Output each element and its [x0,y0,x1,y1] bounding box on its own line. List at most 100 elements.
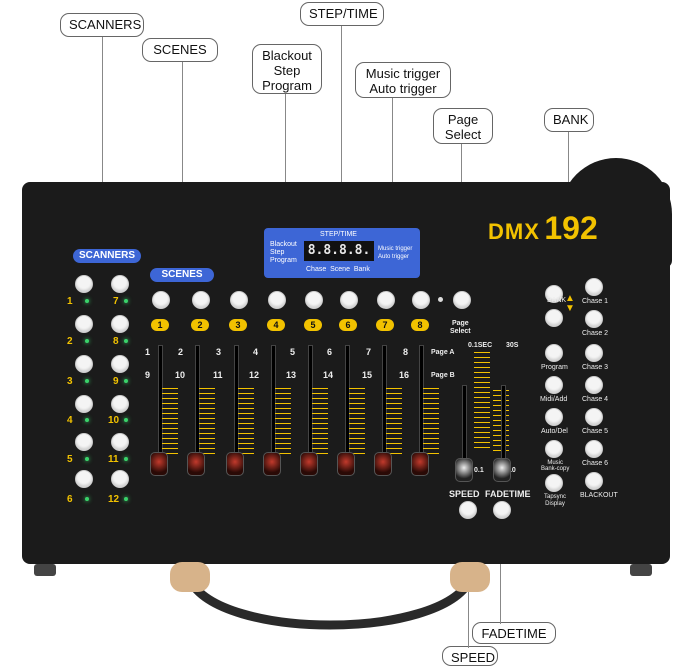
bank-label: BANK [547,297,567,304]
scanner-number-11: 11 [108,454,119,465]
fader-knob-4[interactable] [263,452,281,476]
scanner-led-4 [85,418,89,422]
fader-knob-5[interactable] [300,452,318,476]
scanner-button-6[interactable] [75,470,93,488]
fader-scale-8 [423,388,439,454]
foot-right [630,564,652,576]
chase-1-label: Chase 1 [582,298,609,305]
fader-knob-2[interactable] [187,452,205,476]
speed-bottom-right-label: 10 [508,467,516,474]
scene-button-2[interactable] [192,291,210,309]
bank-down-button[interactable] [545,309,563,327]
chase-2-label: Chase 2 [582,330,609,337]
chase-4-label: Chase 4 [582,396,609,403]
display-bottom-text: Chase Scene Bank [306,266,370,273]
fader-knob-6[interactable] [337,452,355,476]
page-select-led [438,297,443,302]
callout-speed: SPEED [442,646,498,666]
callout-scenes: SCENES [142,38,218,62]
channel-number-7: 7 [366,347,372,357]
chase-2-button[interactable] [585,310,603,328]
scanner-button-10[interactable] [111,395,129,413]
scanner-button-8[interactable] [111,315,129,333]
fader-knob-7[interactable] [374,452,392,476]
fader-knob-1[interactable] [150,452,168,476]
scene-button-8[interactable] [412,291,430,309]
channel-number-12: 12 [249,370,260,380]
chase-3-label: Chase 3 [582,364,609,371]
music-bank-copy-button[interactable] [545,440,563,458]
scene-button-1[interactable] [152,291,170,309]
scene-button-7[interactable] [377,291,395,309]
scanner-button-5[interactable] [75,433,93,451]
display-title: STEP/TIME [320,231,357,238]
channel-number-16: 16 [399,370,410,380]
scanner-number-3: 3 [67,376,73,387]
scanner-number-8: 8 [113,336,119,347]
channel-number-6: 6 [327,347,333,357]
scanner-led-12 [124,497,128,501]
scene-button-6[interactable] [340,291,358,309]
speed-fader-knob[interactable] [455,458,473,482]
scanner-button-1[interactable] [75,275,93,293]
chase-5-button[interactable] [585,408,603,426]
page-a-label: Page A [431,349,455,356]
callout-step-time: STEP/TIME [300,2,384,26]
blackout-label: BLACKOUT [580,492,618,499]
callout-bank: BANK [544,108,594,132]
callout-fadetime: FADETIME [472,622,556,644]
blackout-button[interactable] [585,472,603,490]
foot-left [34,564,56,576]
carry-handle [170,562,490,630]
fader-knob-3[interactable] [226,452,244,476]
scene-number-3: 3 [229,319,247,331]
fader-knob-8[interactable] [411,452,429,476]
callout-line-music [392,98,393,230]
scanner-button-11[interactable] [111,433,129,451]
scanner-led-11 [124,457,128,461]
page-select-button[interactable] [453,291,471,309]
speed-fader-scale [474,352,490,452]
fadetime-fader-knob[interactable] [493,458,511,482]
scanner-button-2[interactable] [75,315,93,333]
program-button[interactable] [545,344,563,362]
tapsync-display-label: Tapsync Display [544,494,567,507]
scene-button-5[interactable] [305,291,323,309]
scanner-number-10: 10 [108,415,120,426]
tapsync-display-button[interactable] [545,474,563,492]
midi-add-button[interactable] [545,376,563,394]
scene-button-4[interactable] [268,291,286,309]
scanner-button-12[interactable] [111,470,129,488]
display-panel: STEP/TIME Blackout Step Program 8.8.8.8.… [264,228,420,278]
callout-blackout-step-program: Blackout Step Program [252,44,322,94]
auto-del-label: Auto/Del [541,428,568,435]
scanner-button-7[interactable] [111,275,129,293]
scanner-led-1 [85,299,89,303]
scanner-button-9[interactable] [111,355,129,373]
chase-1-button[interactable] [585,278,603,296]
scene-button-3[interactable] [230,291,248,309]
scanner-number-12: 12 [108,494,120,505]
fader-scale-4 [275,388,291,454]
scanner-led-2 [85,339,89,343]
auto-del-button[interactable] [545,408,563,426]
fadetime-button[interactable] [493,501,511,519]
scanner-button-3[interactable] [75,355,93,373]
speed-bottom-left-label: 0.1 [474,467,484,474]
display-left-text: Blackout Step Program [270,241,297,264]
scanner-led-10 [124,418,128,422]
callout-music-auto-trigger: Music trigger Auto trigger [355,62,451,98]
display-digits: 8.8.8.8. [304,241,374,261]
callout-line-scanners [102,37,103,249]
callout-line-scenes [182,62,183,266]
scanner-button-4[interactable] [75,395,93,413]
channel-number-5: 5 [290,347,296,357]
speed-label: SPEED [449,489,480,499]
chase-4-button[interactable] [585,376,603,394]
chase-3-button[interactable] [585,344,603,362]
chase-6-button[interactable] [585,440,603,458]
channel-number-9: 9 [145,370,151,380]
bank-up-button[interactable] [545,285,563,303]
speed-button[interactable] [459,501,477,519]
channel-number-10: 10 [175,370,186,380]
